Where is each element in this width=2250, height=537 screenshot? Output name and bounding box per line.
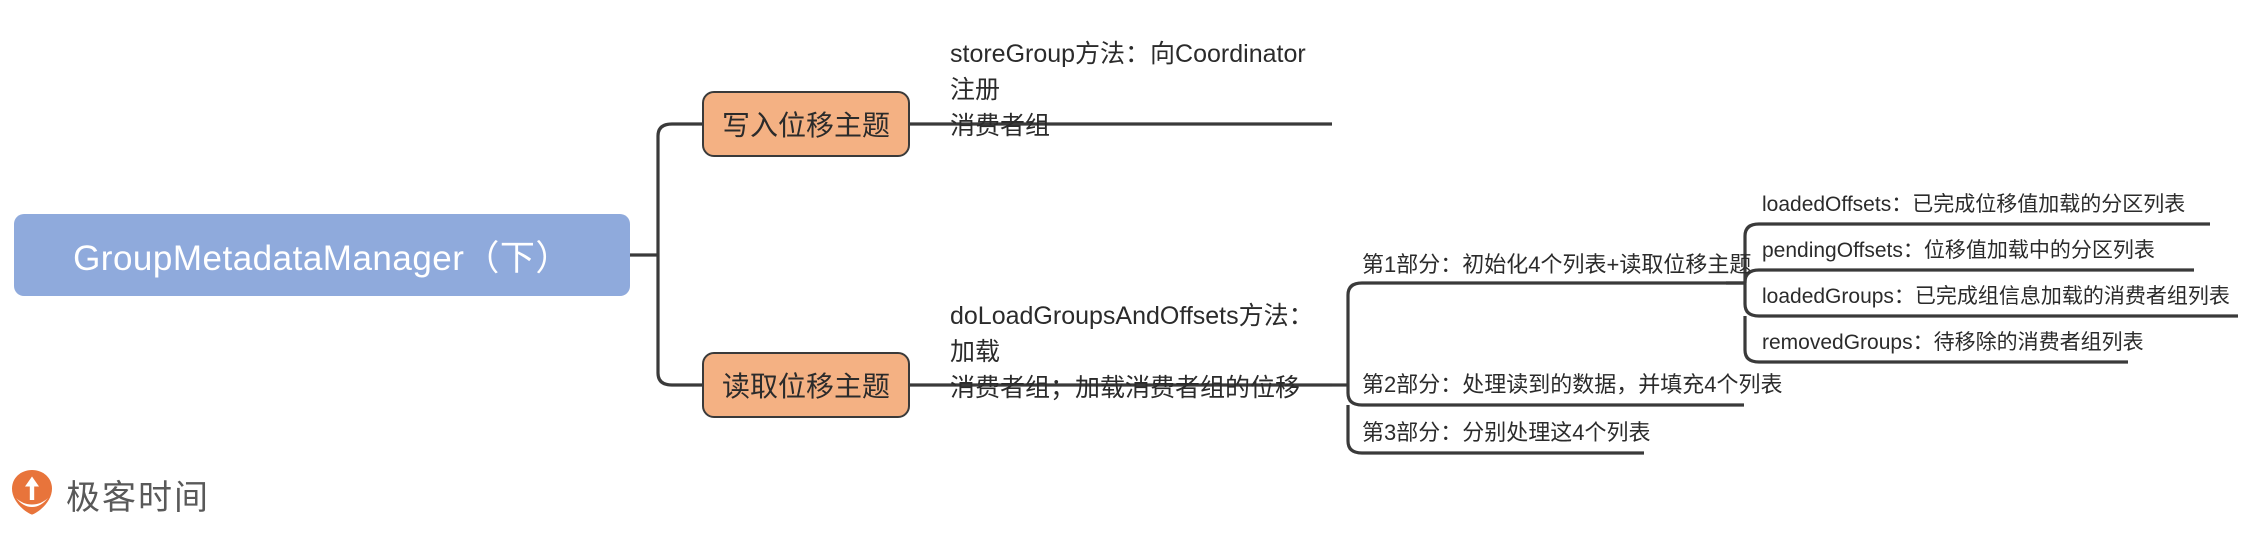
part-1-label: 第1部分：初始化4个列表+读取位移主题 [1362,252,1752,277]
branch-node-write-offset-topic[interactable]: 写入位移主题 [702,91,910,157]
description-do-load-groups-and-offsets-method-label: doLoadGroupsAndOffsets方法：加载 消费者组；加载消费者组的… [950,302,1314,402]
leaf-node-removed-groups[interactable]: removedGroups：待移除的消费者组列表 [1752,328,2154,362]
leaf-node-pending-offsets[interactable]: pendingOffsets：位移值加载中的分区列表 [1752,236,2165,270]
branch-node-read-offset-topic-label: 读取位移主题 [721,371,890,402]
watermark: 极客时间 [10,468,210,521]
description-store-group-method-label: storeGroup方法：向Coordinator注册 消费者组 [950,40,1306,140]
branch-node-read-offset-topic[interactable]: 读取位移主题 [702,352,910,418]
part-3-label: 第3部分：分别处理这4个列表 [1362,420,1651,445]
geektime-logo-icon [10,468,54,521]
connector-root-to-write [656,122,702,255]
root-node-label: GroupMetadataManager（下） [73,238,571,278]
connector-root-to-read [656,255,702,387]
leaf-node-loaded-offsets-label: loadedOffsets：已完成位移值加载的分区列表 [1762,193,2186,216]
leaf-node-loaded-groups[interactable]: loadedGroups：已完成组信息加载的消费者组列表 [1752,282,2240,316]
watermark-text: 极客时间 [66,479,210,517]
part-2-node[interactable]: 第2部分：处理读到的数据，并填充4个列表 [1352,370,1792,404]
part-3-node[interactable]: 第3部分：分别处理这4个列表 [1352,418,1660,452]
part-1-node[interactable]: 第1部分：初始化4个列表+读取位移主题 [1352,250,1761,284]
description-store-group-method[interactable]: storeGroup方法：向Coordinator注册 消费者组 [940,36,1332,148]
leaf-node-removed-groups-label: removedGroups：待移除的消费者组列表 [1762,331,2144,354]
leaf-node-loaded-groups-label: loadedGroups：已完成组信息加载的消费者组列表 [1762,285,2230,308]
branch-node-write-offset-topic-label: 写入位移主题 [721,110,890,141]
root-node[interactable]: GroupMetadataManager（下） [14,214,630,296]
part-2-label: 第2部分：处理读到的数据，并填充4个列表 [1362,372,1783,397]
leaf-node-loaded-offsets[interactable]: loadedOffsets：已完成位移值加载的分区列表 [1752,190,2195,224]
leaf-node-pending-offsets-label: pendingOffsets：位移值加载中的分区列表 [1762,239,2155,262]
description-do-load-groups-and-offsets-method[interactable]: doLoadGroupsAndOffsets方法：加载 消费者组；加载消费者组的… [940,298,1332,410]
